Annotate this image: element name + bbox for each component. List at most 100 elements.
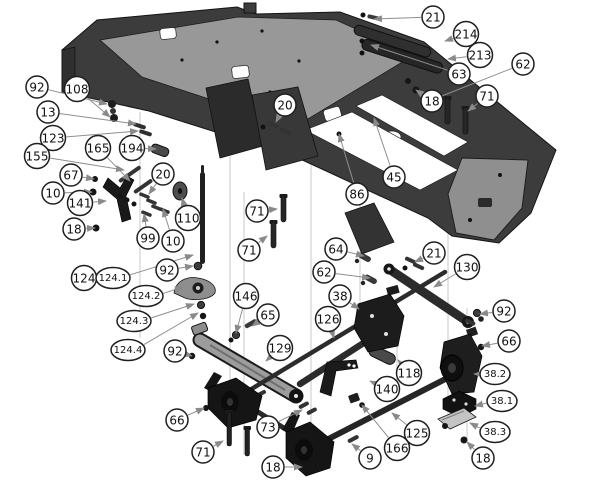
callout-140: 140	[373, 375, 401, 403]
callout-label: 125	[406, 427, 429, 441]
callout-86: 86	[345, 182, 369, 206]
callout-10: 10	[41, 181, 65, 205]
callout-71: 71	[237, 238, 261, 262]
leader-line-214	[444, 35, 454, 42]
leader-line-126	[328, 329, 335, 339]
idler-rod-assembly	[172, 165, 216, 320]
callout-bubble	[41, 181, 65, 205]
callout-129: 129	[266, 334, 294, 362]
callout-126: 126	[314, 305, 342, 333]
deck-bolts-20	[260, 120, 292, 136]
leader-line-10	[162, 208, 170, 230]
callout-20: 20	[151, 162, 175, 186]
callout-bubble	[237, 238, 261, 262]
callout-bubble	[328, 284, 352, 308]
callout-label: 20	[277, 99, 292, 113]
callout-155: 155	[23, 142, 51, 170]
callout-71: 71	[475, 84, 499, 108]
leader-line-125	[391, 412, 407, 425]
callout-label: 71	[195, 446, 210, 460]
leader-line-65	[251, 318, 261, 327]
leader-line-18	[466, 441, 476, 451]
caster-bracket-right	[437, 326, 483, 444]
callout-45: 45	[382, 165, 406, 189]
callout-label: 130	[456, 261, 479, 275]
idler-arm-assembly	[188, 319, 304, 404]
leader-line-66	[481, 341, 498, 348]
callout-18: 18	[471, 446, 495, 470]
callout-bubble	[161, 229, 185, 253]
callout-bubble	[312, 260, 336, 284]
callout-label: 124.4	[114, 345, 143, 356]
callout-bubble	[256, 415, 280, 439]
callout-label: 18	[265, 461, 280, 475]
callout-130: 130	[453, 253, 481, 281]
callout-bubble	[62, 217, 86, 241]
callout-92: 92	[163, 339, 187, 363]
callout-label: 38.2	[484, 369, 506, 380]
leader-line-21	[373, 15, 422, 23]
callout-20: 20	[273, 93, 297, 117]
leader-line-124.4	[143, 312, 199, 346]
callout-bubble	[63, 75, 91, 103]
callout-label: 64	[328, 243, 343, 257]
callout-label: 92	[167, 345, 182, 359]
callout-bubble	[273, 93, 297, 117]
leader-line-20	[148, 183, 157, 195]
callout-label: 71	[249, 205, 264, 219]
callout-label: 18	[66, 223, 81, 237]
l-arm-140	[319, 359, 359, 397]
leader-line-124.3	[151, 303, 195, 319]
callout-92: 92	[155, 258, 179, 282]
callout-label: 140	[376, 383, 399, 397]
callout-13: 13	[36, 100, 60, 124]
callout-bubble	[151, 162, 175, 186]
callout-label: 118	[398, 367, 421, 381]
callout-bubble	[511, 52, 535, 76]
callout-165: 165	[84, 134, 112, 162]
callout-label: 213	[469, 49, 492, 63]
callout-bubble	[421, 5, 445, 29]
callout-bubble	[383, 434, 411, 462]
callout-label: 110	[177, 212, 200, 226]
callout-124.4: 124.4	[110, 338, 146, 362]
callout-label: 124.3	[120, 316, 149, 327]
leader-line-165	[107, 157, 131, 182]
leader-line-38.1	[474, 400, 487, 408]
callout-bubble	[66, 189, 94, 217]
leader-line-110	[180, 197, 188, 207]
frame-deck-plate	[99, 16, 415, 126]
callout-bubble	[95, 266, 131, 290]
callout-label: 71	[479, 90, 494, 104]
callout-18: 18	[62, 217, 86, 241]
callout-bubble	[39, 124, 67, 152]
pivot-bracket-38	[353, 284, 405, 353]
leader-line-71	[213, 440, 224, 448]
callout-bubble	[110, 338, 146, 362]
callout-bubble	[165, 408, 189, 432]
callout-label: 108	[66, 83, 89, 97]
callout-bubble	[475, 84, 499, 108]
callout-bubble	[245, 199, 269, 223]
callout-bubble	[471, 446, 495, 470]
leader-line-108	[86, 97, 111, 118]
callout-label: 86	[349, 188, 364, 202]
callout-label: 62	[316, 266, 331, 280]
callout-66: 66	[165, 408, 189, 432]
callout-bubble	[84, 134, 112, 162]
leader-line-118	[397, 359, 406, 369]
callout-bubble	[118, 134, 146, 162]
callout-label: 66	[501, 335, 516, 349]
callout-bubble	[486, 389, 518, 413]
callout-label: 13	[40, 106, 55, 120]
callout-125: 125	[403, 419, 431, 447]
leader-line-166	[361, 404, 389, 438]
callout-124.2: 124.2	[128, 284, 164, 308]
callout-label: 38.3	[484, 427, 506, 438]
callout-bubble	[232, 282, 260, 310]
callout-9: 9	[358, 446, 382, 470]
callout-194: 194	[118, 134, 146, 162]
callout-label: 123	[42, 132, 65, 146]
